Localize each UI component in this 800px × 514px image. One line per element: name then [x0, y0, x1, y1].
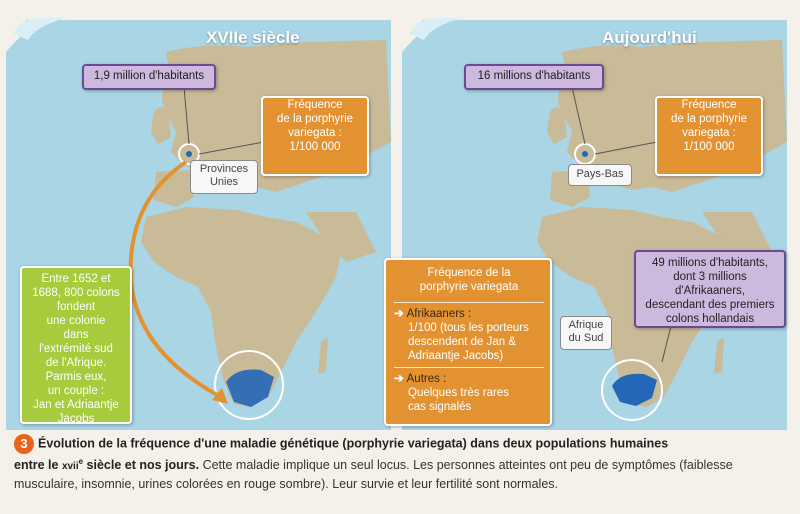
population-line: dont 3 millions	[673, 271, 747, 283]
colony-line: 1688, 800 colons	[32, 287, 120, 299]
autres-text: Quelques très rares	[408, 387, 509, 399]
colony-line: Jacobs	[57, 413, 95, 425]
colony-line: dans	[63, 329, 89, 341]
map-panel-today: Aujourd'hui 16 millions d'habitants Fréq…	[384, 12, 792, 430]
region-label-afrique-du-sud: Afrique du Sud	[560, 316, 612, 350]
colony-line: une colonie	[46, 315, 106, 327]
caption-century-sup: e	[78, 457, 84, 466]
colony-box: Entre 1652 et 1688, 800 colons fondent u…	[20, 266, 132, 425]
afrikaaners-text: 1/100 (tous les porteurs	[408, 322, 529, 334]
africa-frequency-title: porphyrie variegata	[419, 281, 519, 293]
arrow-right-icon: ➔	[394, 308, 404, 320]
frequency-line: 1/100 000	[683, 141, 735, 153]
caption-title: Évolution de la fréquence d'une maladie …	[38, 436, 669, 451]
frequency-line: Fréquence	[287, 99, 343, 111]
region-label-line: Afrique	[568, 319, 604, 331]
colony-line: l'extrémité sud	[39, 343, 113, 355]
africa-frequency-box: Fréquence de la porphyrie variegata ➔Afr…	[384, 258, 552, 426]
autres-text: cas signalés	[408, 401, 472, 413]
frequency-line: de la porphyrie	[276, 113, 354, 125]
population-line: colons hollandais	[665, 313, 755, 325]
arrow-right-icon: ➔	[394, 373, 404, 385]
population-line: descendant des premiers	[645, 299, 775, 311]
autres-section: ➔Autres : Quelques très rares cas signal…	[394, 367, 544, 414]
frequency-line: variegata :	[682, 127, 736, 139]
region-label-provinces-unies: Provinces Unies	[190, 160, 258, 194]
panel-title: XVIIe siècle	[206, 28, 300, 47]
africa-frequency-title: Fréquence de la	[427, 267, 511, 279]
caption-title-cont: entre le	[14, 458, 62, 473]
caption-century: xvii	[61, 461, 79, 473]
figure-number: 3	[14, 434, 34, 454]
colony-line: Jan et Adriaantje	[33, 399, 119, 411]
colony-line: de l'Afrique.	[45, 357, 107, 369]
region-label-line: Provinces	[199, 163, 249, 175]
colony-line: fondent	[56, 301, 96, 313]
afrikaaners-heading: Afrikaaners :	[406, 308, 472, 320]
frequency-line: Fréquence	[681, 99, 737, 111]
afrikaaners-section: ➔Afrikaaners : 1/100 (tous les porteurs …	[394, 302, 544, 363]
population-box: 1,9 million d'habitants	[82, 64, 216, 90]
population-line: d'Afrikaaners,	[675, 285, 745, 297]
afrikaaners-text: Adriaantje Jacobs)	[408, 350, 504, 362]
frequency-box: Fréquence de la porphyrie variegata : 1/…	[261, 96, 369, 176]
caption-text: Cette maladie implique un seul locus. Le…	[14, 458, 733, 491]
region-label-line: du Sud	[568, 332, 604, 344]
frequency-box: Fréquence de la porphyrie variegata : 1/…	[655, 96, 763, 176]
map-panel-17th-century: XVIIe siècle 1,9 million d'habitants Fré…	[6, 12, 396, 430]
region-label-pays-bas: Pays-Bas	[568, 164, 632, 186]
population-line: 49 millions d'habitants,	[652, 257, 768, 269]
caption-title-end: siècle et nos jours.	[83, 458, 200, 473]
colony-line: un couple :	[47, 385, 105, 397]
region-label-line: Unies	[209, 176, 239, 188]
frequency-line: variegata :	[288, 127, 342, 139]
figure-caption: 3 Évolution de la fréquence d'une maladie…	[14, 434, 789, 492]
south-africa-population-box: 49 millions d'habitants, dont 3 millions…	[634, 250, 786, 328]
autres-heading: Autres :	[406, 373, 447, 385]
frequency-line: de la porphyrie	[670, 113, 748, 125]
population-box: 16 millions d'habitants	[464, 64, 604, 90]
frequency-line: 1/100 000	[289, 141, 341, 153]
panel-title: Aujourd'hui	[602, 28, 697, 47]
colony-line: Entre 1652 et	[41, 273, 111, 285]
colony-line: Parmis eux,	[45, 371, 107, 383]
afrikaaners-text: descendent de Jan &	[408, 336, 517, 348]
